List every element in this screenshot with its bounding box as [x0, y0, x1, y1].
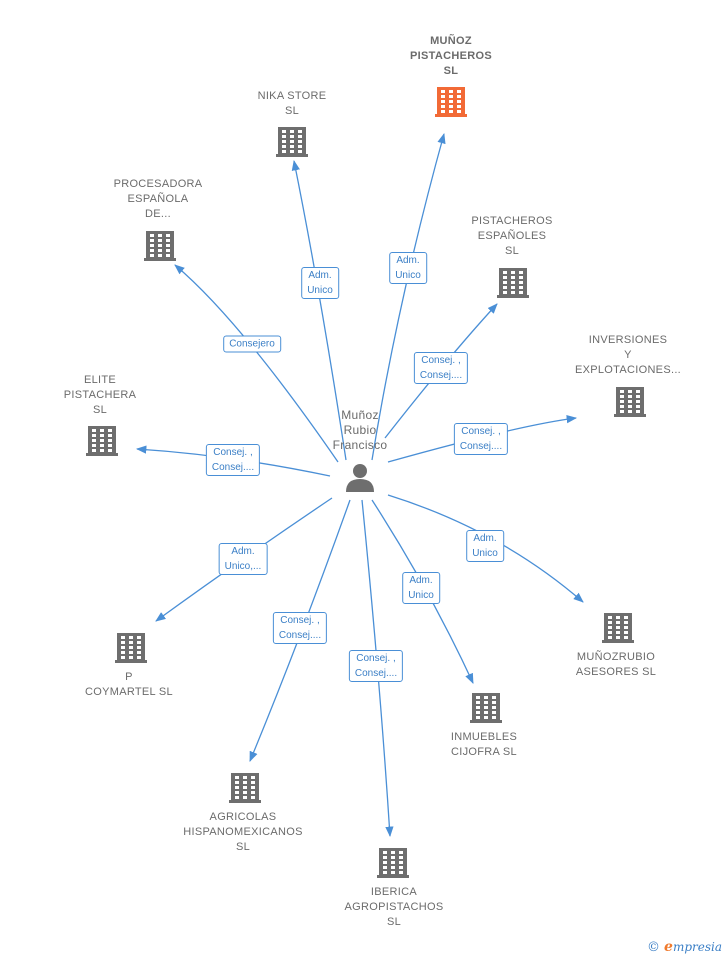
building-icon-p-coymartel[interactable] [115, 633, 147, 663]
company-label-inversiones[interactable]: INVERSIONES Y EXPLOTACIONES... [574, 334, 682, 376]
building-icon-iberica[interactable] [377, 848, 409, 878]
building-icon-elite-pistachera[interactable] [86, 426, 118, 456]
brand-name: mpresia [672, 940, 722, 954]
building-icon-inversiones[interactable] [614, 387, 646, 417]
building-icon-agricolas[interactable] [229, 773, 261, 803]
relation-label-inmuebles-cijofra[interactable]: Adm. Unico [402, 572, 440, 604]
copyright-icon: © [647, 940, 661, 955]
company-label-pistacheros-espanoles[interactable]: PISTACHEROS ESPAÑOLES SL [471, 215, 553, 257]
person-icon[interactable] [346, 464, 374, 492]
relation-label-procesadora[interactable]: Consejero [223, 335, 281, 353]
person-label[interactable]: Muñoz Rubio Francisco [332, 408, 388, 452]
company-label-munoz-pistacheros[interactable]: MUÑOZ PISTACHEROS SL [410, 35, 492, 77]
relation-label-nika-store[interactable]: Adm. Unico [301, 267, 339, 299]
building-icon-munoz-pistacheros[interactable] [435, 87, 467, 117]
company-label-nika-store[interactable]: NIKA STORE SL [257, 90, 327, 117]
relation-label-agricolas[interactable]: Consej. , Consej.... [272, 612, 328, 644]
building-icon-pistacheros-espanoles[interactable] [497, 268, 529, 298]
relation-label-iberica[interactable]: Consej. , Consej.... [348, 650, 404, 682]
company-label-elite-pistachera[interactable]: ELITE PISTACHERA SL [63, 374, 137, 416]
building-icon-inmuebles-cijofra[interactable] [470, 693, 502, 723]
company-label-iberica[interactable]: IBERICA AGROPISTACHOS SL [344, 886, 444, 928]
brand-initial: e [664, 939, 673, 955]
edge-munoz-pistacheros [371, 132, 446, 461]
brand-footer[interactable]: ©empresia [647, 939, 722, 955]
relation-label-munoz-pistacheros[interactable]: Adm. Unico [389, 252, 427, 284]
edge-nika-store [291, 159, 347, 461]
building-icon-nika-store[interactable] [276, 127, 308, 157]
company-label-procesadora[interactable]: PROCESADORA ESPAÑOLA DE... [113, 178, 203, 220]
relation-label-munozrubio-asesores[interactable]: Adm. Unico [466, 530, 504, 562]
company-label-inmuebles-cijofra[interactable]: INMUEBLES CIJOFRA SL [450, 731, 518, 758]
company-label-munozrubio-asesores[interactable]: MUÑOZRUBIO ASESORES SL [575, 651, 657, 678]
building-icon-procesadora[interactable] [144, 231, 176, 261]
relation-label-elite-pistachera[interactable]: Consej. , Consej.... [205, 444, 261, 476]
company-label-p-coymartel[interactable]: P COYMARTEL SL [85, 671, 173, 698]
building-icon-munozrubio-asesores[interactable] [602, 613, 634, 643]
company-label-agricolas[interactable]: AGRICOLAS HISPANOMEXICANOS SL [183, 811, 303, 853]
relation-label-pistacheros-espanoles[interactable]: Consej. , Consej.... [413, 352, 469, 384]
relation-label-inversiones[interactable]: Consej. , Consej.... [453, 423, 509, 455]
relation-label-p-coymartel[interactable]: Adm. Unico,... [218, 543, 268, 575]
